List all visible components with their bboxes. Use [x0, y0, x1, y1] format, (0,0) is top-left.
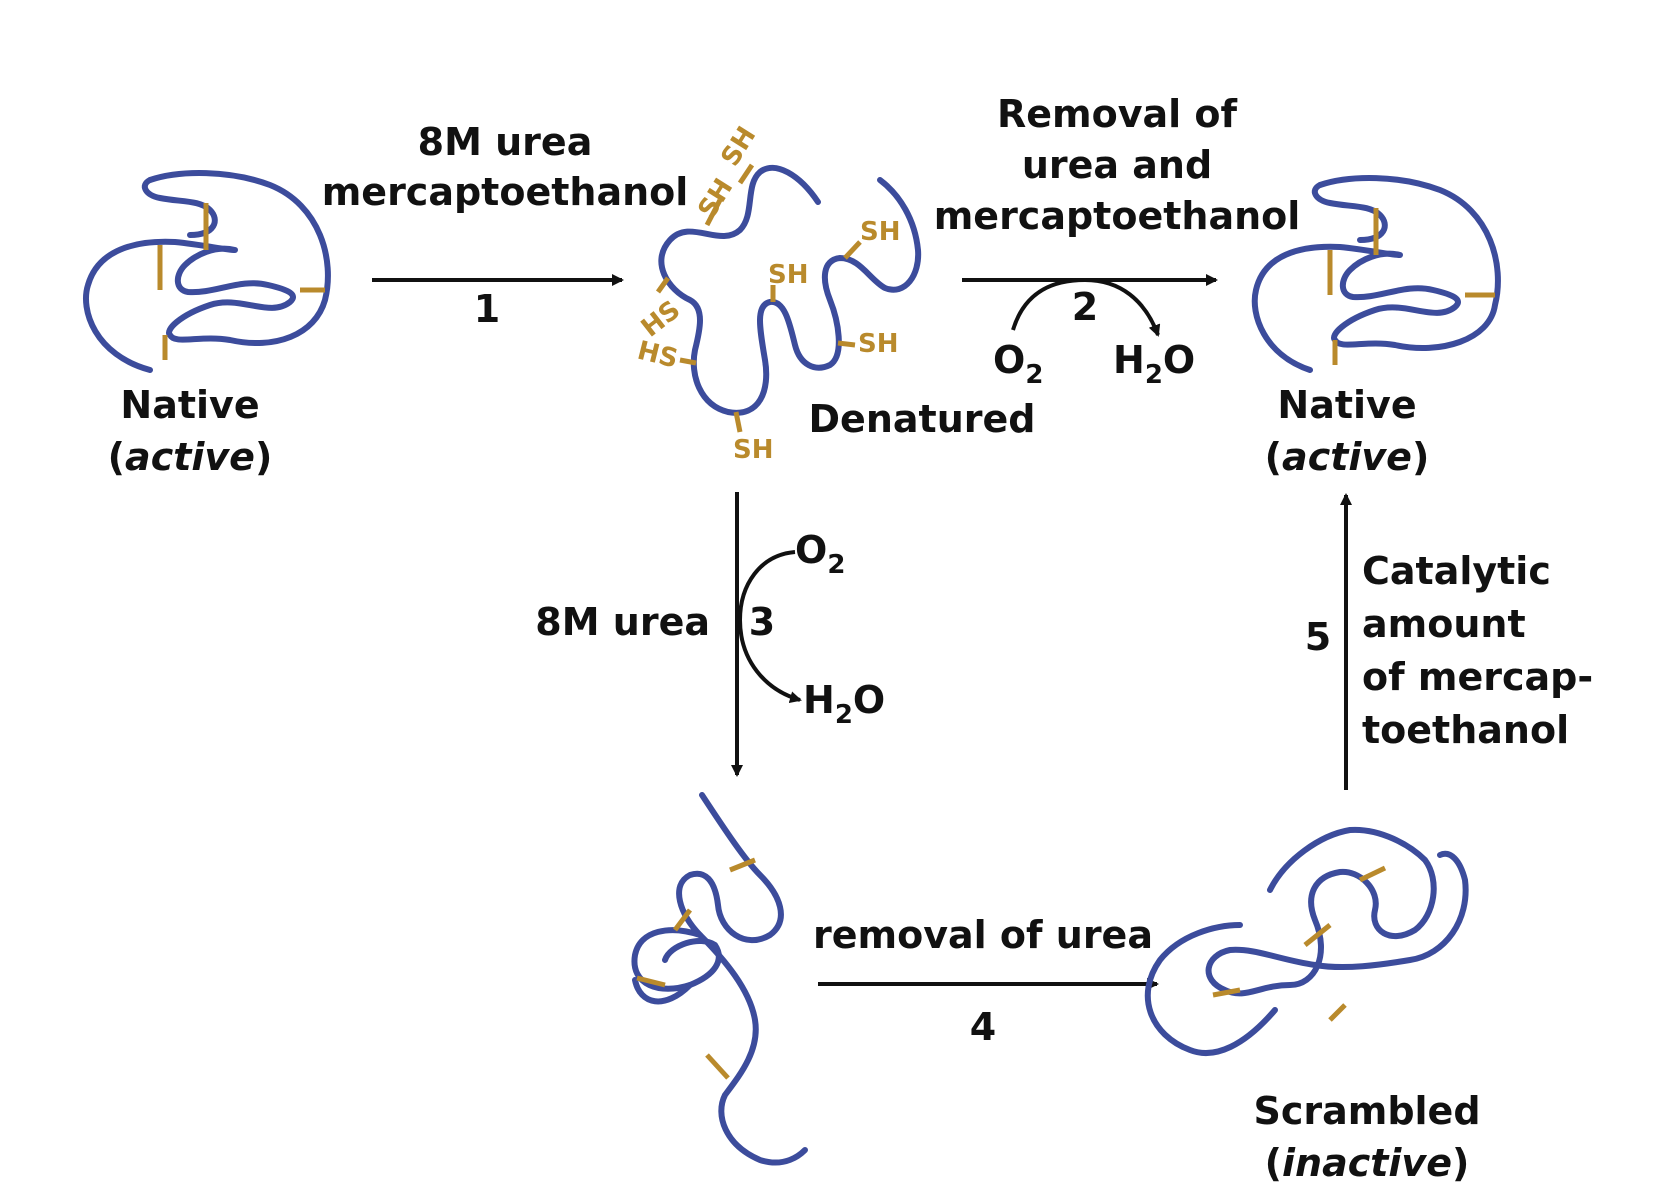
step5-line3: of mercap-: [1362, 655, 1593, 699]
disulfide-bond: [673, 908, 692, 932]
sh-stub: [737, 163, 755, 185]
native-right-protein: [1251, 175, 1501, 373]
sh-stub: [837, 340, 856, 348]
scrambled-denatured-protein: [631, 792, 808, 1166]
scrambled-protein: [1144, 826, 1469, 1057]
step2-line2: urea and: [1022, 143, 1212, 187]
sh-label: SH: [860, 217, 901, 247]
step3-product: H2O: [803, 678, 885, 730]
disulfide-bond: [636, 975, 666, 988]
step1-line1: 8M urea: [418, 120, 593, 164]
scrambled-label: Scrambled: [1253, 1089, 1480, 1133]
hs-label: HS: [634, 336, 681, 375]
native-left-qualifier: (active): [108, 435, 273, 479]
sh-label: SH: [733, 435, 774, 465]
sh-stub: [704, 198, 723, 227]
step5-line1: Catalytic: [1362, 549, 1551, 593]
disulfide-bond: [705, 1053, 730, 1080]
step3-reactant: O2: [795, 528, 845, 580]
sh-stub: [733, 411, 743, 433]
disulfide-bond: [1358, 865, 1387, 883]
step5-number: 5: [1305, 615, 1331, 659]
disulfide-bond: [1303, 923, 1332, 947]
native-left-protein: [83, 170, 331, 373]
step5-line4: toethanol: [1362, 708, 1569, 752]
step4-label: removal of urea: [813, 913, 1153, 957]
step4-number: 4: [970, 1005, 996, 1049]
step2-line1: Removal of: [997, 92, 1238, 136]
disulfide-bond: [729, 857, 756, 873]
step2-curved-arrow: [1011, 277, 1161, 337]
step1-line2: mercaptoethanol: [322, 170, 689, 214]
step5-line2: amount: [1362, 602, 1526, 646]
step2-number: 2: [1072, 285, 1098, 329]
sh-stub: [655, 276, 671, 294]
step2-product: H2O: [1113, 338, 1195, 390]
step3-number: 3: [749, 600, 775, 644]
sh-stub: [679, 357, 697, 366]
step2-reactant: O2: [993, 338, 1043, 390]
sh-label: SH: [692, 173, 739, 223]
disulfide-bond: [1212, 987, 1241, 998]
sh-stub: [843, 240, 862, 260]
native-right-qualifier: (active): [1265, 435, 1430, 479]
scrambled-qualifier: (inactive): [1265, 1141, 1470, 1185]
denatured-label: Denatured: [809, 397, 1036, 441]
native-left-label: Native: [120, 383, 259, 427]
step3-curved-arrow: [737, 550, 802, 704]
disulfide-bond: [1328, 1003, 1347, 1022]
sh-label: SH: [768, 260, 809, 290]
sh-label: SH: [715, 121, 762, 171]
denatured-protein: [655, 163, 922, 433]
sh-label: SH: [858, 329, 899, 359]
step3-label: 8M urea: [535, 600, 710, 644]
step1-number: 1: [474, 287, 500, 331]
native-right-label: Native: [1277, 383, 1416, 427]
step2-line3: mercaptoethanol: [934, 194, 1301, 238]
